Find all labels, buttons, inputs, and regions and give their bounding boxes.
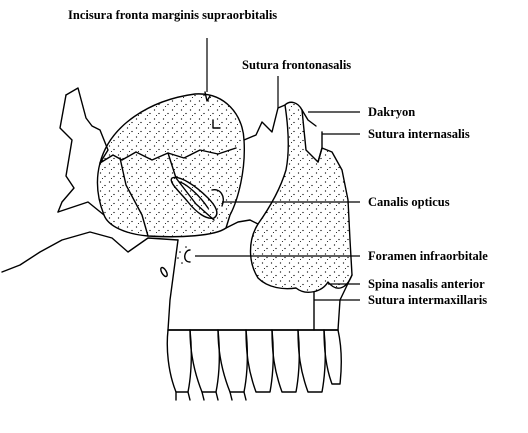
label-sutura-intermaxillaris: Sutura intermaxillaris [368,293,487,307]
infraorbital-foramen [177,246,190,264]
zygoma-lower [2,232,178,272]
label-sutura-internasalis: Sutura internasalis [368,127,470,141]
frontal-outline [66,88,108,163]
maxilla-frontal-process [226,220,258,228]
label-foramen-infraorbitale: Foramen infraorbitale [368,249,488,263]
zygoma-top [58,202,104,215]
label-sutura-frontonasalis: Sutura frontonasalis [242,58,351,72]
label-canalis-opticus: Canalis opticus [368,195,450,209]
frontal-right [244,105,285,140]
frontal-left [58,95,74,212]
label-incisura: Incisura fronta marginis supraorbitalis [68,8,277,22]
accessory-foramen [160,267,169,278]
maxilla-lower [168,240,178,330]
label-spina-nasalis: Spina nasalis anterior [368,277,485,291]
nasal-bone [251,102,353,292]
teeth [167,330,341,400]
label-dakryon: Dakryon [368,105,415,119]
orbit-outline [97,94,244,237]
